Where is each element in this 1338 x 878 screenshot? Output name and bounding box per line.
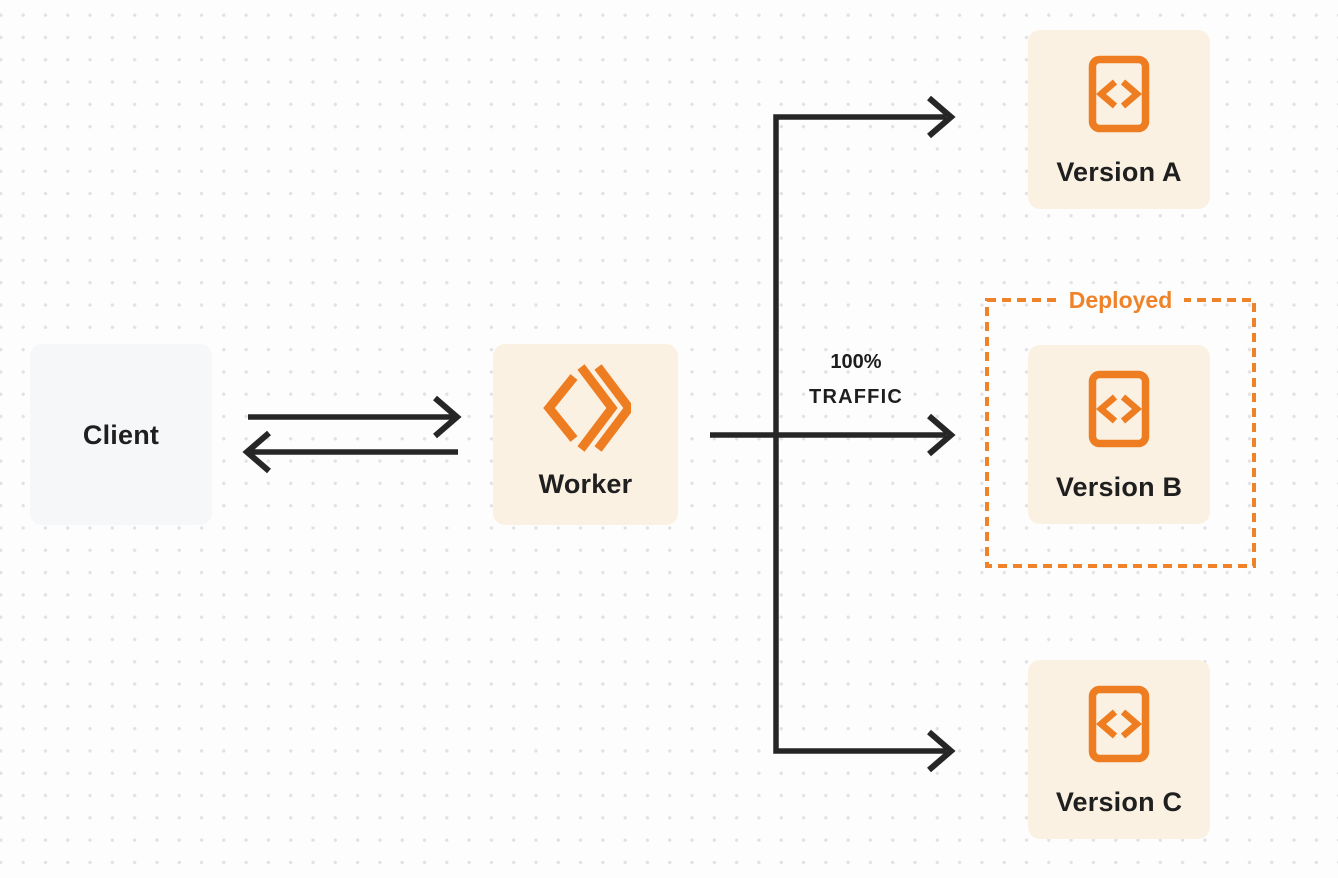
arrowhead-version-a	[927, 95, 956, 139]
version-b-label: Version B	[1055, 472, 1183, 502]
code-file-icon	[1088, 55, 1150, 133]
version-c-label: Version C	[1055, 787, 1183, 817]
version-a-box: Version A	[1028, 30, 1210, 209]
response-arrowhead	[242, 430, 271, 474]
client-label: Client	[82, 419, 160, 450]
arrowhead-version-b	[927, 413, 956, 457]
code-file-icon	[1088, 370, 1150, 448]
deployed-label: Deployed	[985, 284, 1256, 320]
fanout-trunk	[773, 114, 946, 754]
cloudflare-workers-icon	[542, 364, 631, 452]
request-arrowhead	[433, 395, 462, 439]
version-a-label: Version A	[1056, 157, 1182, 187]
code-file-icon	[1088, 685, 1150, 763]
arrowhead-version-c	[927, 729, 956, 773]
worker-box: Worker	[493, 344, 678, 525]
version-c-box: Version C	[1028, 660, 1210, 839]
client-box: Client	[30, 344, 212, 525]
traffic-label-line2: TRAFFIC	[809, 386, 903, 408]
traffic-label-line1: 100%	[830, 351, 882, 373]
version-b-box: Version B	[1028, 345, 1210, 524]
traffic-label: 100% TRAFFIC	[756, 345, 956, 415]
deployed-label-text: Deployed	[1056, 284, 1185, 316]
worker-label: Worker	[538, 469, 633, 499]
